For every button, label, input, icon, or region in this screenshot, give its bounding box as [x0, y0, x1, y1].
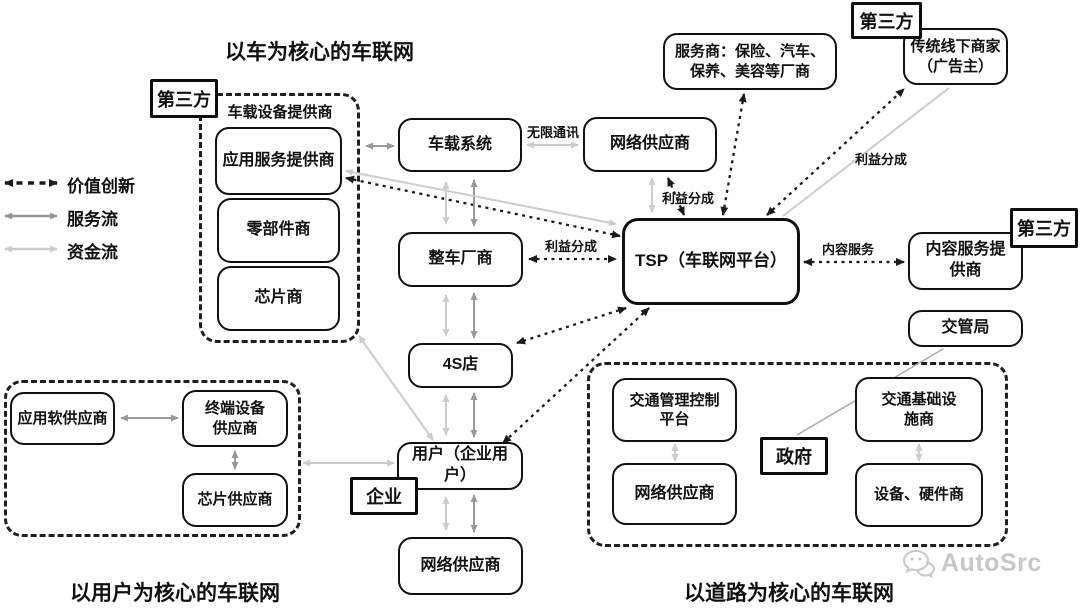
- legend-value-innovation: 价值创新: [67, 177, 135, 196]
- autosrc-logo: AutoSrc: [902, 548, 1042, 578]
- label-profit-share-oem: 利益分成: [545, 239, 598, 254]
- node-offline-merchant: 传统线下商家 （广告主）: [903, 28, 1008, 85]
- tag-third-party-right: 第三方: [1010, 208, 1078, 248]
- edge-tsp-servicers: [720, 93, 747, 216]
- edge-tsp-4sshop: [516, 306, 627, 345]
- node-chip-maker: 芯片商: [217, 266, 340, 331]
- node-4s-shop: 4S店: [408, 343, 513, 388]
- node-terminal-device-supplier: 终端设备 供应商: [182, 390, 288, 447]
- title-user-core: 以用户为核心的车联网: [70, 582, 280, 605]
- tag-enterprise: 企业: [350, 477, 418, 515]
- title-road-core: 以道路为核心的车联网: [684, 582, 894, 605]
- tag-third-party-top: 第三方: [851, 2, 922, 39]
- user-core-group: [4, 380, 301, 537]
- vehicle-device-provider-label: 车载设备提供商: [227, 104, 333, 121]
- node-oem: 整车厂商: [398, 232, 523, 287]
- label-content-service: 内容服务: [822, 242, 875, 257]
- node-traffic-mgmt-platform: 交通管理控制 平台: [612, 378, 737, 442]
- node-servicers: 服务商：保险、汽车、 保养、美容等厂商: [663, 33, 837, 90]
- label-wireless-comm: 无限通讯: [527, 125, 580, 140]
- title-car-core: 以车为核心的车联网: [225, 41, 414, 64]
- tag-third-party-left: 第三方: [150, 79, 218, 118]
- legend-money-flow: 资金流: [67, 243, 118, 262]
- tag-government: 政府: [760, 437, 828, 475]
- edge-tsp-appservice-money: [345, 168, 617, 227]
- label-profit-share-ad: 利益分成: [855, 152, 908, 167]
- node-network-provider-road: 网络供应商: [612, 463, 737, 525]
- node-content-service-provider: 内容服务提 供商: [908, 232, 1023, 290]
- legend-service-flow: 服务流: [67, 210, 118, 229]
- node-traffic-infra-provider: 交通基础设 施商: [855, 377, 983, 442]
- node-app-service-provider: 应用服务提供商: [215, 127, 342, 195]
- node-traffic-bureau: 交管局: [908, 310, 1023, 347]
- node-network-provider-top: 网络供应商: [583, 117, 717, 172]
- node-parts-maker: 零部件商: [217, 198, 340, 263]
- node-tsp-platform: TSP（车联网平台）: [622, 218, 800, 305]
- node-car-system: 车载系统: [398, 118, 522, 172]
- wechat-icon: [902, 549, 936, 578]
- node-app-software-supplier: 应用软供应商: [10, 392, 115, 445]
- node-equipment-hardware: 设备、硬件商: [855, 463, 983, 527]
- edge-appservice-tsp: [345, 175, 621, 239]
- node-user: 用户（企业用户）: [397, 442, 523, 490]
- node-chip-supplier: 芯片供应商: [182, 473, 288, 527]
- label-profit-share-network: 利益分成: [662, 191, 715, 206]
- autosrc-logo-text: AutoSrc: [941, 548, 1042, 577]
- node-network-provider-bottom: 网络供应商: [398, 537, 523, 595]
